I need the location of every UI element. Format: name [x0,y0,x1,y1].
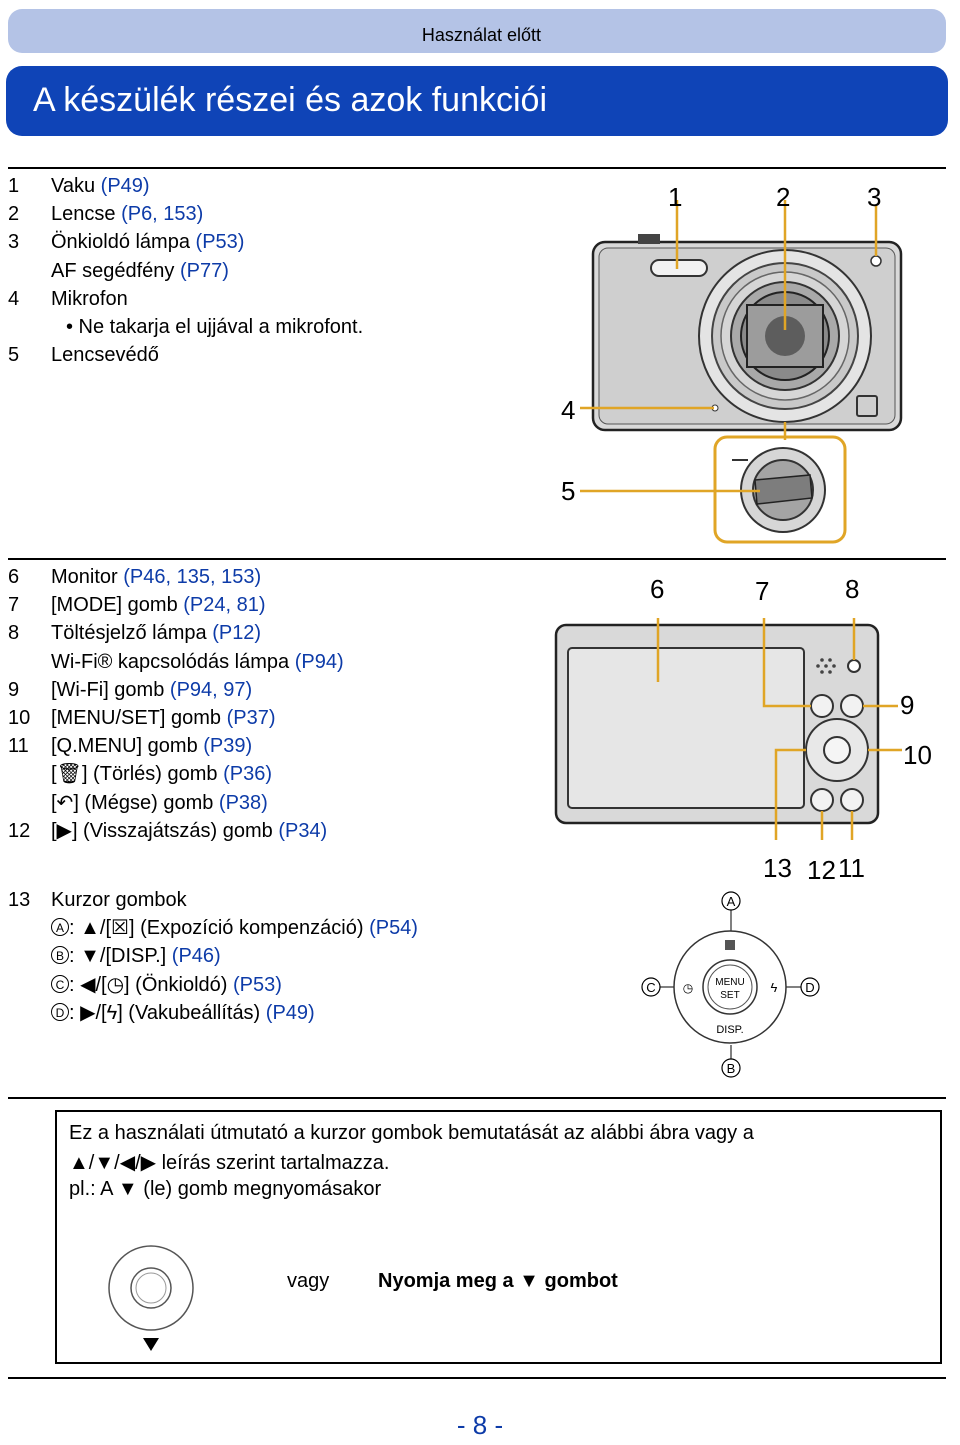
callout-4: 4 [561,395,576,425]
divider [8,1377,946,1379]
divider [8,558,946,560]
callout-8: 8 [845,574,860,604]
divider [8,1097,946,1099]
cursor-pad-diagram: A B C D MENU SET DISP. ◷ ϟ [641,891,820,1078]
callout-2: 2 [776,182,791,212]
camera-back-diagram [554,618,902,840]
section-header: Használat előtt [8,9,946,53]
callout-1: 1 [668,182,683,212]
svg-text:MENU: MENU [715,977,744,988]
note-line-2: ▲/▼/◀/▶ leírás szerint tartalmazza. [69,1152,390,1174]
letter-a: A [727,894,736,909]
divider [8,167,946,169]
page-number: - 8 - [456,1410,504,1440]
disp-label: DISP. [716,1024,743,1036]
callout-3: 3 [867,182,882,212]
letter-c: C [646,980,655,995]
letter-d: D [805,980,814,995]
press-instruction: Nyomja meg a ▼ gombot [378,1270,618,1292]
cursor-note-box: Ez a használati útmutató a kurzor gombok… [55,1110,942,1364]
note-line-1: Ez a használati útmutató a kurzor gombok… [69,1122,754,1144]
or-label: vagy [287,1270,330,1292]
callout-10: 10 [903,740,932,770]
cursor-pad-small [108,1245,194,1351]
note-line-3: pl.: A ▼ (le) gomb megnyomásakor [69,1178,382,1200]
page-title: A készülék részei és azok funkciói [33,81,548,119]
callout-5: 5 [561,476,576,506]
section-label: Használat előtt [421,25,541,45]
svg-text:SET: SET [720,990,739,1001]
svg-text:◷: ◷ [683,981,693,995]
camera-front-diagram [580,200,903,544]
callout-12: 12 [807,855,836,885]
page-title-bar: A készülék részei és azok funkciói [6,66,948,136]
callout-6: 6 [650,574,665,604]
letter-b: B [727,1061,736,1076]
callout-11: 11 [838,853,865,883]
callout-7: 7 [755,576,770,606]
svg-text:ϟ: ϟ [771,980,778,995]
callout-9: 9 [900,690,915,720]
callout-13: 13 [763,853,792,883]
